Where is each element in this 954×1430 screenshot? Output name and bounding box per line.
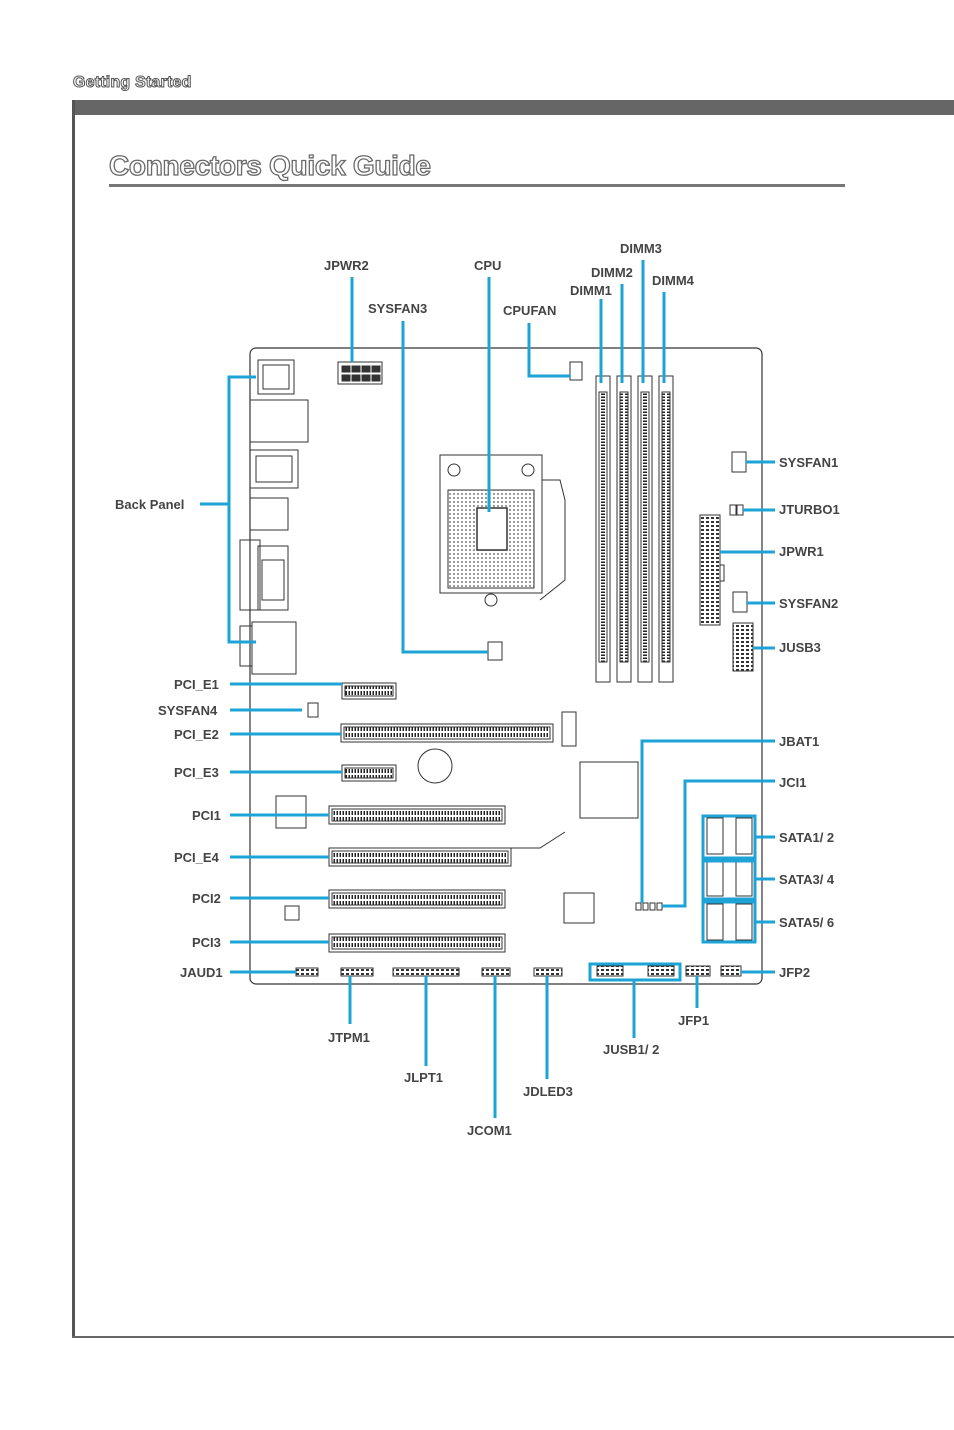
- label-jfp2: JFP2: [779, 965, 810, 980]
- label-cpu: CPU: [474, 258, 501, 273]
- sysfan1-header: [732, 452, 746, 472]
- label-jpwr2: JPWR2: [324, 258, 369, 273]
- expansion-slots: [329, 683, 553, 952]
- label-dimm2: DIMM2: [591, 265, 633, 280]
- jpwr2-connector: [338, 362, 382, 384]
- label-jdled3: JDLED3: [523, 1084, 573, 1099]
- label-back-panel: Back Panel: [115, 497, 184, 512]
- label-pci-e3: PCI_E3: [174, 765, 219, 780]
- jusb3-header: [733, 623, 753, 671]
- label-jfp1: JFP1: [678, 1013, 709, 1028]
- label-jtpm1: JTPM1: [328, 1030, 370, 1045]
- label-jusb3: JUSB3: [779, 640, 821, 655]
- label-sata12: SATA1/ 2: [779, 830, 834, 845]
- cpu-socket: [440, 455, 565, 606]
- label-jaud1: JAUD1: [180, 965, 223, 980]
- label-jturbo1: JTURBO1: [779, 502, 840, 517]
- label-sysfan4: SYSFAN4: [158, 703, 218, 718]
- label-pci1: PCI1: [192, 808, 221, 823]
- label-sata56: SATA5/ 6: [779, 915, 834, 930]
- label-pci3: PCI3: [192, 935, 221, 950]
- label-pci-e1: PCI_E1: [174, 677, 219, 692]
- sysfan3-header: [488, 642, 502, 660]
- label-cpufan: CPUFAN: [503, 303, 556, 318]
- label-sysfan1: SYSFAN1: [779, 455, 838, 470]
- label-jlpt1: JLPT1: [404, 1070, 443, 1085]
- label-pci2: PCI2: [192, 891, 221, 906]
- sysfan2-header: [733, 592, 747, 612]
- label-jbat1: JBAT1: [779, 734, 819, 749]
- label-pci-e4: PCI_E4: [174, 850, 220, 865]
- label-dimm1: DIMM1: [570, 283, 612, 298]
- label-dimm3: DIMM3: [620, 241, 662, 256]
- label-sysfan2: SYSFAN2: [779, 596, 838, 611]
- bottom-headers: [296, 966, 741, 976]
- label-sata34: SATA3/ 4: [779, 872, 835, 887]
- dimm-slots: [596, 376, 673, 682]
- cpufan-header: [570, 362, 582, 380]
- jumpers: [636, 903, 662, 910]
- label-sysfan3: SYSFAN3: [368, 301, 427, 316]
- label-jci1: JCI1: [779, 775, 806, 790]
- jpwr1-connector: [700, 515, 720, 625]
- jturbo1-jumper: [730, 505, 743, 515]
- label-dimm4: DIMM4: [652, 273, 695, 288]
- label-jcom1: JCOM1: [467, 1123, 512, 1138]
- label-pci-e2: PCI_E2: [174, 727, 219, 742]
- label-jusb12: JUSB1/ 2: [603, 1042, 659, 1057]
- label-jpwr1: JPWR1: [779, 544, 824, 559]
- sata-ports: [707, 818, 752, 940]
